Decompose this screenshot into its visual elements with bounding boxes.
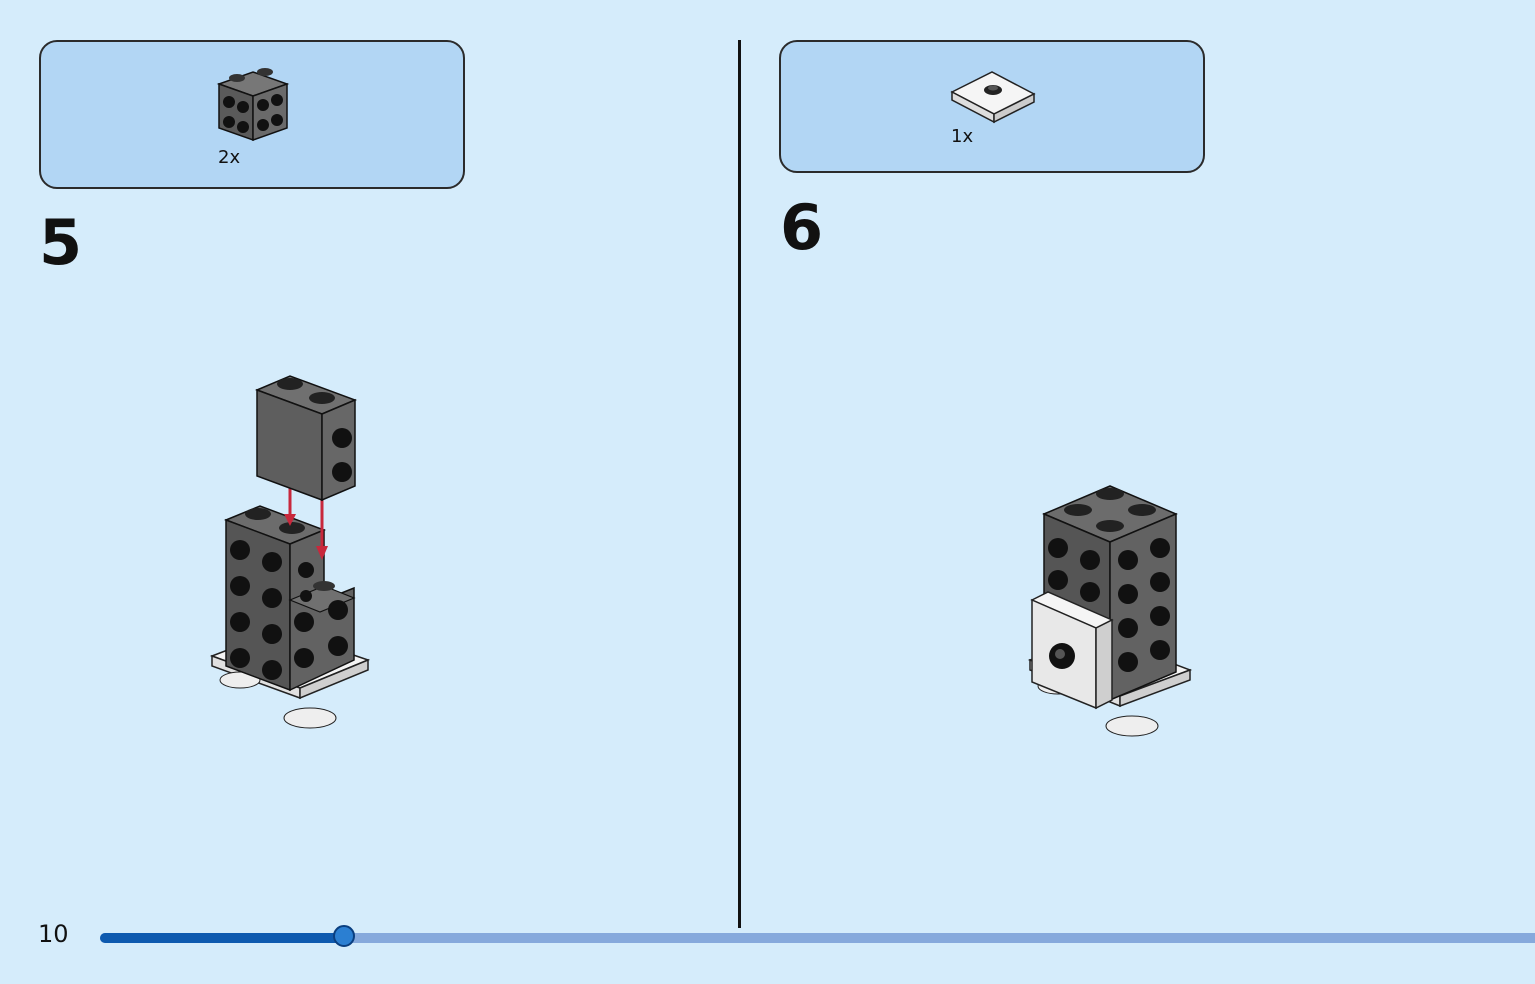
- step-5-assembly-illustration: [209, 375, 371, 729]
- part-quantity: 1x: [951, 126, 974, 147]
- parts-list-step-6: 1x: [779, 40, 1205, 173]
- part-quantity: 2x: [218, 147, 241, 168]
- page-divider: [738, 40, 741, 928]
- progress-marker: [333, 925, 355, 947]
- progress-bar: [100, 925, 1535, 947]
- page-number: 10: [38, 920, 69, 948]
- progress-fill: [100, 933, 344, 943]
- parts-list-step-5: 2x: [39, 40, 465, 189]
- step-6-assembly-illustration: [1027, 485, 1193, 737]
- step-number: 5: [39, 206, 83, 279]
- step-number: 6: [780, 191, 824, 264]
- brick-side-studs-part-icon: [216, 68, 290, 142]
- jumper-plate-part-icon: [950, 71, 1036, 124]
